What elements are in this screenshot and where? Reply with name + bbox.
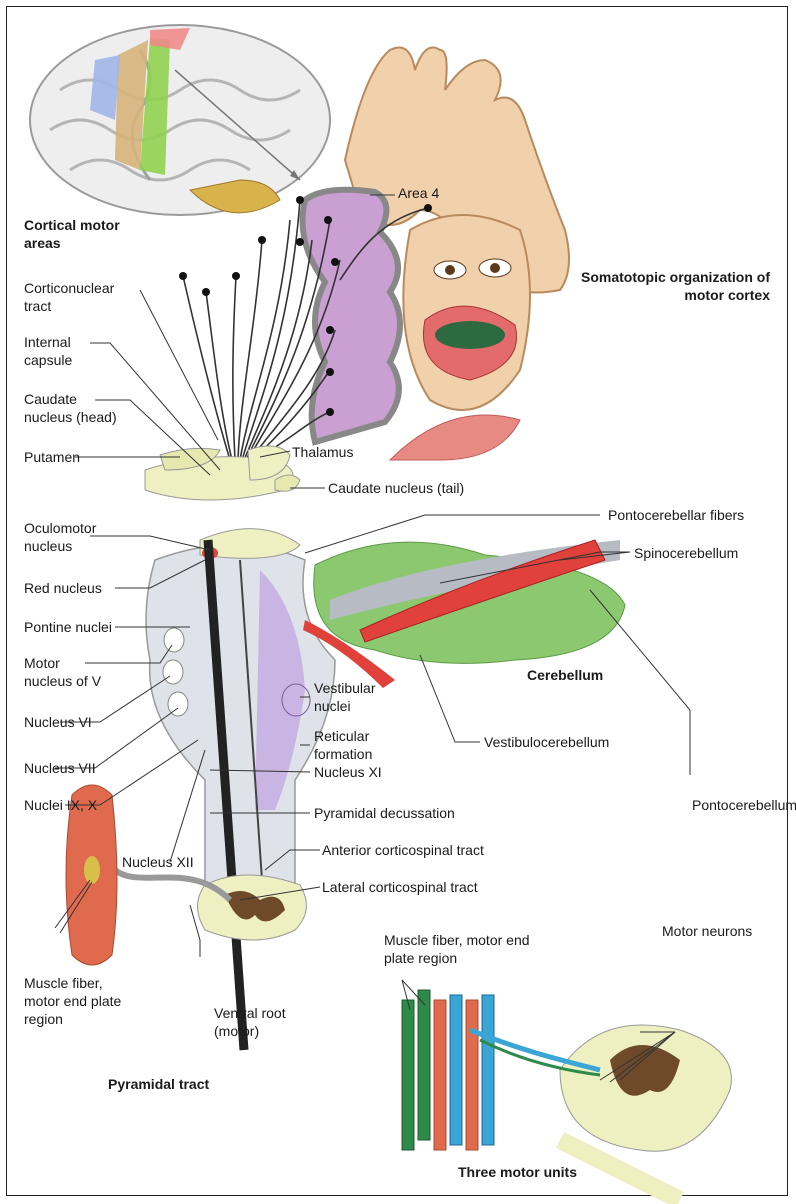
label-vestibular-nuclei: Vestibular nuclei (314, 679, 375, 715)
label-motor-nucleus-v: Motor nucleus of V (24, 654, 101, 690)
label-motor-neurons: Motor neurons (662, 922, 752, 940)
title-cortical-motor-areas: Cortical motor areas (24, 216, 120, 252)
label-reticular-formation: Reticular formation (314, 727, 372, 763)
brain-illustration (30, 25, 330, 215)
label-ventral-root: Ventral root (motor) (214, 1004, 286, 1040)
label-pontocerebellar-fibers: Pontocerebellar fibers (608, 506, 744, 524)
label-caudate-head: Caudate nucleus (head) (24, 390, 117, 426)
title-cerebellum: Cerebellum (527, 666, 603, 684)
label-thalamus: Thalamus (292, 443, 353, 461)
label-nuclei-ix-x: Nuclei IX, X (24, 796, 97, 814)
homunculus-face (390, 215, 530, 460)
label-nucleus-vi: Nucleus VI (24, 713, 92, 731)
label-pontocerebellum: Pontocerebellum (692, 796, 796, 814)
label-pyramidal-decussation: Pyramidal decussation (314, 804, 455, 822)
label-red-nucleus: Red nucleus (24, 579, 102, 597)
title-somatotopic-organization: Somatotopic organization of motor cortex (520, 268, 770, 304)
label-pontine-nuclei: Pontine nuclei (24, 618, 112, 636)
brainstem (146, 529, 335, 900)
label-area-4: Area 4 (398, 184, 439, 202)
label-nucleus-xii: Nucleus XII (122, 853, 194, 871)
label-corticonuclear-tract: Corticonuclear tract (24, 279, 114, 315)
label-vestibulocerebellum: Vestibulocerebellum (484, 733, 609, 751)
label-spinocerebellum: Spinocerebellum (634, 544, 738, 562)
title-three-motor-units: Three motor units (458, 1163, 577, 1181)
label-oculomotor-nucleus: Oculomotor nucleus (24, 519, 96, 555)
label-internal-capsule: Internal capsule (24, 333, 72, 369)
label-nucleus-vii: Nucleus VII (24, 759, 96, 777)
label-muscle-fiber-left: Muscle fiber, motor end plate region (24, 974, 121, 1028)
label-anterior-corticospinal-tract: Anterior corticospinal tract (322, 841, 484, 859)
title-pyramidal-tract: Pyramidal tract (108, 1075, 209, 1093)
label-nucleus-xi: Nucleus XI (314, 763, 382, 781)
label-putamen: Putamen (24, 448, 80, 466)
label-muscle-fiber-motor-units: Muscle fiber, motor end plate region (384, 931, 530, 967)
label-caudate-tail: Caudate nucleus (tail) (328, 479, 464, 497)
label-lateral-corticospinal-tract: Lateral corticospinal tract (322, 878, 478, 896)
